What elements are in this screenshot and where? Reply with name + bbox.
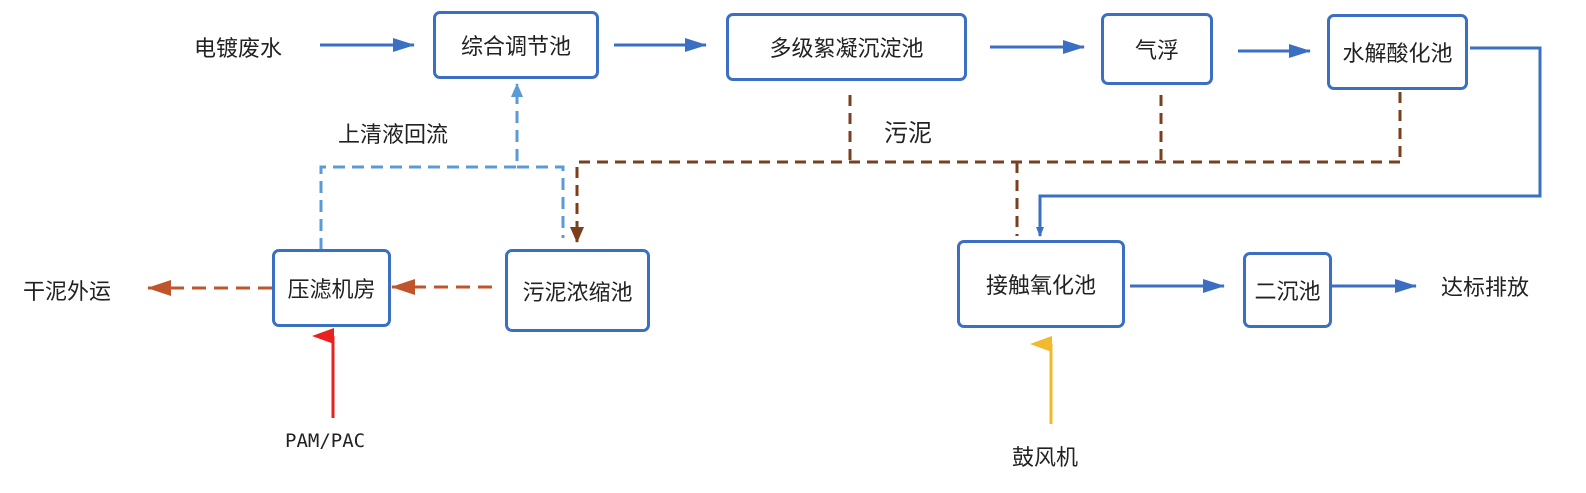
box-contact-oxidation-tank: 接触氧化池 [957, 240, 1125, 328]
box-label: 压滤机房 [287, 278, 376, 303]
sludge-lines [570, 92, 1402, 243]
label-inlet-wastewater: 电镀废水 [194, 37, 283, 62]
box-label: 气浮 [1134, 39, 1179, 64]
label-sludge: 污泥 [884, 119, 932, 147]
label-supernatant-return: 上清液回流 [338, 123, 449, 148]
box-coagulation-tank: 多级絮凝沉淀池 [726, 13, 967, 81]
box-hydrolysis-tank: 水解酸化池 [1327, 14, 1468, 90]
box-equalization-tank: 综合调节池 [433, 11, 599, 79]
label-compliant-discharge: 达标排放 [1441, 276, 1530, 301]
supernatant-return-lines [319, 83, 565, 250]
label-dry-sludge-export: 干泥外运 [23, 280, 112, 305]
box-secondary-settling-tank: 二沉池 [1243, 252, 1332, 328]
box-label: 接触氧化池 [985, 274, 1096, 299]
box-label: 多级絮凝沉淀池 [769, 37, 924, 62]
dewatering-lines [147, 279, 492, 296]
supernatant-from-thickener [517, 165, 565, 238]
box-label: 综合调节池 [460, 35, 571, 60]
label-pam-pac: PAM/PAC [285, 430, 366, 452]
box-filter-press-room: 压滤机房 [272, 249, 391, 327]
box-flotation: 气浮 [1101, 13, 1213, 85]
sludge-collector [570, 160, 1400, 243]
arrow-hydrolysis-to-oxidation [1036, 46, 1542, 237]
box-label: 污泥浓缩池 [522, 280, 633, 306]
water-flow-arrows [320, 38, 1542, 293]
supernatant-from-press [319, 83, 523, 250]
box-label: 二沉池 [1254, 280, 1321, 305]
label-blower: 鼓风机 [1012, 446, 1079, 471]
box-sludge-thickener: 污泥浓缩池 [505, 249, 650, 332]
box-label: 水解酸化池 [1342, 42, 1453, 67]
